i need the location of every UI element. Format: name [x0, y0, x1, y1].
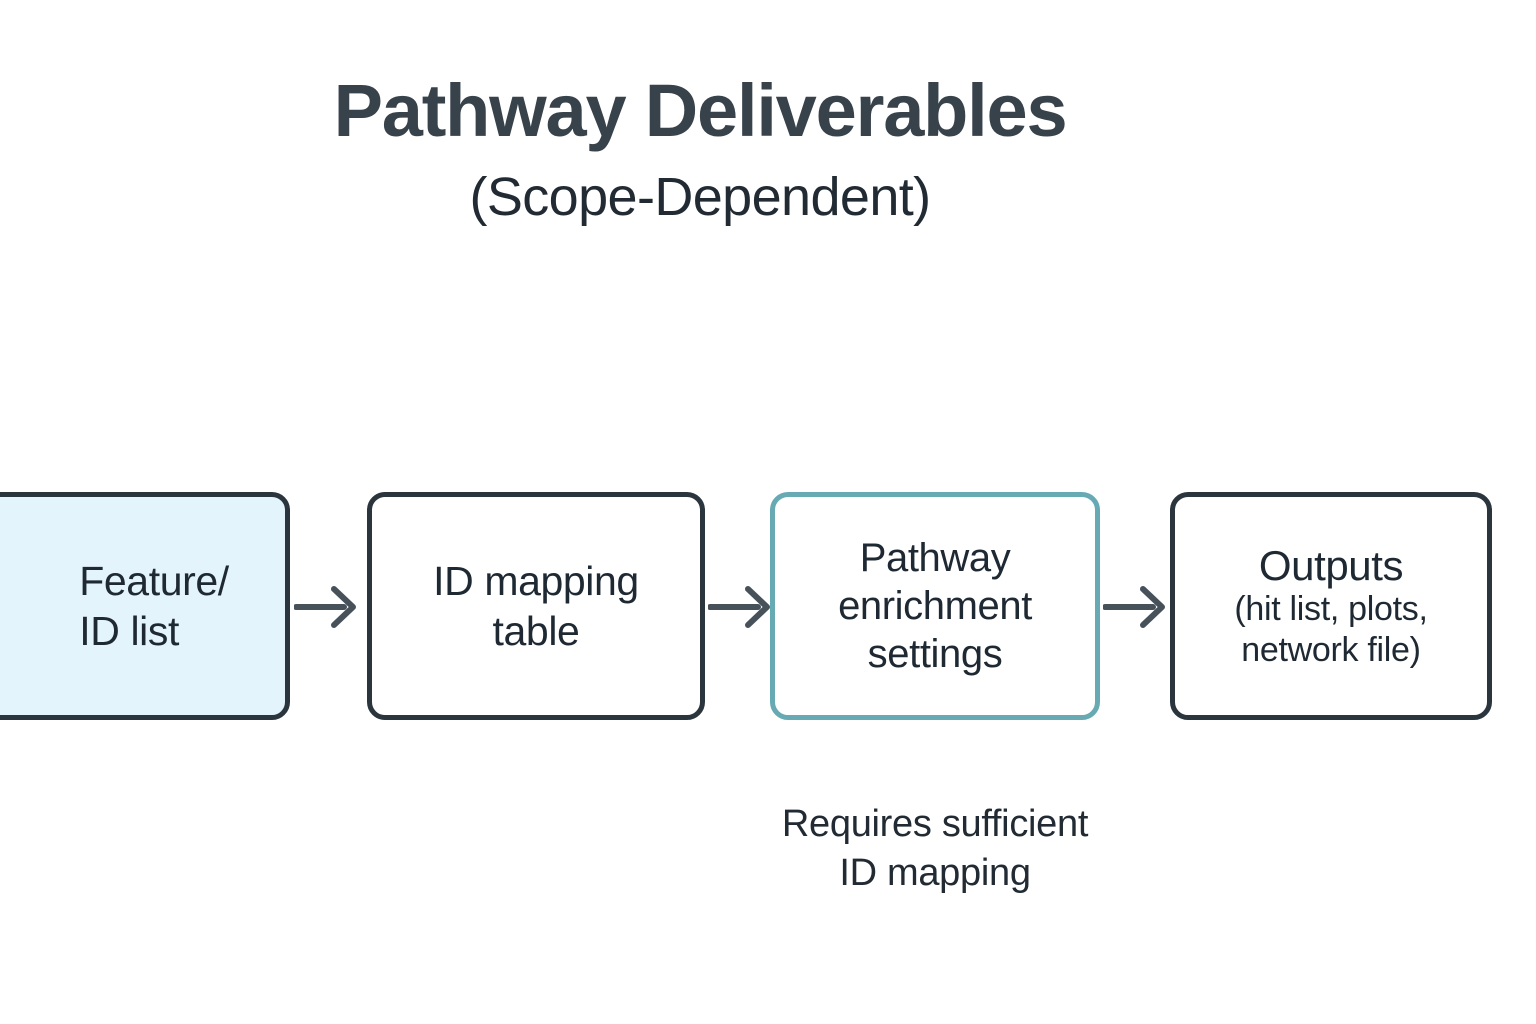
flow-node-sublabel: (hit list, plots, network file) [1234, 590, 1428, 669]
flow-node-outputs[interactable]: Outputs (hit list, plots, network file) [1170, 492, 1492, 720]
arrow-right-icon [293, 576, 368, 638]
page-title: Pathway Deliverables [333, 69, 1068, 152]
heading-block: Pathway Deliverables (Scope-Dependent) [0, 72, 1400, 227]
flow-node-label: Feature/ ID list [79, 557, 229, 654]
flow-node-id-mapping-table[interactable]: ID mapping table [367, 492, 705, 720]
page-subtitle: (Scope-Dependent) [469, 166, 931, 227]
flow-diagram: Feature/ ID list ID mapping table Pathwa… [0, 492, 1536, 720]
flow-node-feature-id-list[interactable]: Feature/ ID list [0, 492, 290, 720]
flow-node-label: Outputs [1258, 542, 1404, 590]
flow-caption: Requires sufficient ID mapping [781, 803, 1089, 894]
flow-node-pathway-enrichment-settings[interactable]: Pathway enrichment settings [770, 492, 1100, 720]
arrow-right-icon [1102, 576, 1177, 638]
flow-node-label: ID mapping table [433, 557, 639, 654]
flow-node-label: Pathway enrichment settings [838, 536, 1032, 676]
